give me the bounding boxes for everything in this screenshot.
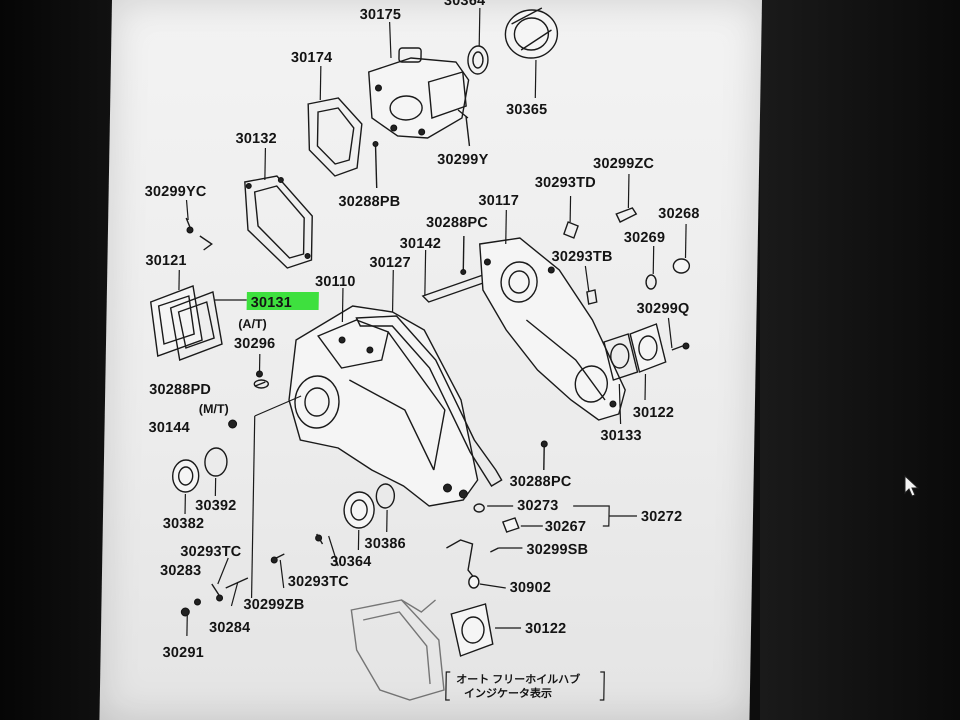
label-30364-bottom: 30364 [330, 554, 372, 570]
label-30288PC-top: 30288PC [426, 215, 488, 231]
part-30132-gasket [244, 175, 313, 269]
label-30273: 30273 [517, 498, 559, 514]
parts-diagram-screen: 30175 30364 30174 30365 30132 30299Y 302… [99, 0, 762, 720]
part-30127-gasket [355, 315, 503, 487]
label-30386: 30386 [364, 536, 406, 552]
label-30272: 30272 [641, 509, 683, 525]
label-30299ZC: 30299ZC [593, 156, 655, 172]
label-30288PB: 30288PB [338, 194, 400, 210]
part-30117-case-cover [478, 237, 626, 421]
part-30299Q-bolt [671, 342, 690, 351]
label-30382: 30382 [163, 516, 205, 532]
label-30392: 30392 [195, 498, 237, 514]
label-30122-right: 30122 [633, 405, 675, 421]
label-30110: 30110 [315, 274, 356, 290]
label-30127: 30127 [369, 255, 411, 271]
label-30269: 30269 [624, 230, 666, 246]
label-30284: 30284 [209, 620, 251, 636]
label-30299ZB: 30299ZB [243, 597, 304, 613]
part-30269-washer [645, 274, 657, 290]
label-30121: 30121 [145, 253, 187, 269]
jp-note-line-2: インジケータ表示 [464, 686, 552, 700]
part-30133-gasket [603, 333, 639, 381]
label-30267: 30267 [545, 519, 587, 535]
lower-assembly-sketch [350, 599, 445, 701]
label-30131-note: (A/T) [238, 317, 267, 331]
part-30273-washer [473, 503, 485, 513]
label-30296: 30296 [234, 336, 276, 352]
part-30175-extension-housing [368, 47, 470, 139]
label-30288PC-bottom: 30288PC [509, 474, 571, 490]
part-30288PD-pin [253, 379, 269, 389]
part-30293TC-bolt-mid [315, 533, 324, 545]
label-30117: 30117 [478, 193, 519, 209]
part-30110-transfer-case [288, 305, 479, 507]
part-30364-seal-bottom [343, 491, 375, 529]
label-30299SB: 30299SB [526, 542, 588, 558]
part-30268-plug [672, 258, 691, 274]
part-30131-gasket [169, 291, 223, 361]
label-30131: 30131 [251, 295, 293, 311]
label-30293TB: 30293TB [551, 249, 612, 265]
part-30299YC-bolt [185, 217, 213, 251]
label-30175: 30175 [360, 7, 402, 23]
label-30288PD-note: (M/T) [199, 402, 229, 416]
label-30902: 30902 [510, 580, 552, 596]
label-30365: 30365 [506, 102, 548, 118]
jp-note-bracket-right [599, 671, 605, 701]
part-30902-sensor [446, 539, 499, 589]
part-30299Y-bolt [457, 109, 471, 147]
part-30296-pin [255, 354, 263, 378]
label-30293TD: 30293TD [535, 175, 596, 191]
part-30293TD-bolt [563, 221, 579, 239]
label-30133: 30133 [600, 428, 642, 444]
part-30364-seal-top [467, 45, 489, 75]
jp-note-line-1: オート フリーホイルハブ [456, 672, 580, 686]
label-30288PD: 30288PD [149, 382, 211, 398]
part-30299ZB-bolt [270, 553, 285, 564]
label-30174: 30174 [291, 50, 333, 66]
part-30288PC-pin-top [462, 236, 465, 270]
part-30293TB-bolt [586, 289, 598, 305]
part-30121-cover [149, 285, 203, 357]
part-30288PB-pin [372, 141, 379, 189]
label-30299Q: 30299Q [636, 301, 689, 317]
label-30268: 30268 [658, 206, 700, 222]
label-30122-bottom: 30122 [525, 621, 567, 637]
part-30299ZC-bolt [615, 174, 638, 223]
exploded-parts-diagram: 30175 30364 30174 30365 30132 30299Y 302… [145, 0, 700, 701]
part-30392-oring [204, 447, 228, 477]
label-30283: 30283 [160, 563, 202, 579]
part-30284-pin [225, 577, 249, 589]
part-30122-bracket-right [629, 323, 667, 373]
label-30132: 30132 [235, 131, 277, 147]
part-30365-boot [504, 7, 559, 59]
part-30382-seal [171, 459, 200, 493]
label-30291: 30291 [162, 645, 204, 661]
highlight-box [246, 292, 319, 310]
part-30291-plug [180, 607, 190, 617]
label-30142: 30142 [400, 236, 442, 252]
monitor-bezel-right [760, 0, 960, 720]
part-30144-plug [228, 419, 238, 429]
label-30299Y: 30299Y [437, 152, 489, 168]
part-30174-gasket [307, 97, 363, 177]
part-30293TC-bolt-left [211, 583, 224, 602]
label-30299YC: 30299YC [145, 184, 207, 200]
mouse-cursor-icon [904, 475, 920, 497]
label-30144: 30144 [148, 420, 190, 436]
label-30364-top: 30364 [444, 0, 486, 9]
part-30267-switch [501, 517, 520, 533]
jp-note-bracket-left [445, 671, 451, 701]
part-30122-bracket-bottom [450, 603, 494, 657]
part-30386-oring [375, 483, 396, 509]
label-30293TC-left: 30293TC [180, 544, 242, 560]
label-30293TC-mid: 30293TC [288, 574, 350, 590]
part-30283-bolt [193, 598, 201, 606]
